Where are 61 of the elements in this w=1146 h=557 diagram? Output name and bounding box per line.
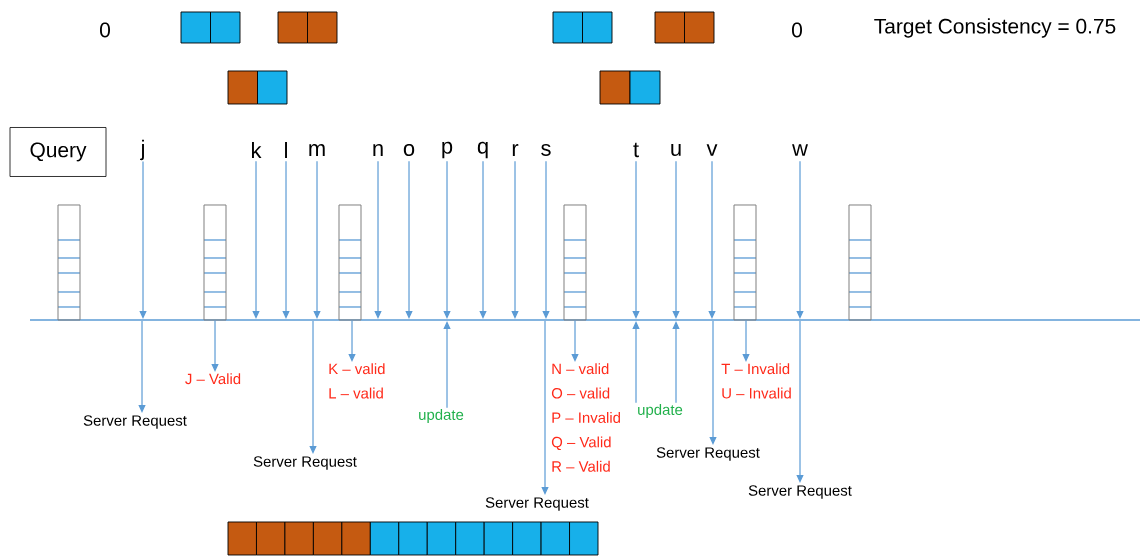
query-letter: s	[541, 144, 551, 156]
arrow	[443, 160, 451, 319]
cache-stack	[733, 204, 757, 321]
cache-stack	[563, 204, 587, 321]
query-letter: w	[792, 144, 808, 156]
arrow	[374, 160, 382, 319]
validity-text: K – valid L – valid	[329, 363, 385, 399]
validity-text: T – Invalid U – Invalid	[721, 363, 791, 399]
query-letter: p	[442, 141, 453, 159]
query-box: Query	[9, 127, 107, 177]
arrow	[632, 160, 640, 319]
arrow	[252, 160, 260, 319]
label-text: 0	[792, 22, 802, 38]
arrow	[313, 160, 321, 319]
label-text: 0	[100, 22, 110, 38]
arrow	[672, 160, 680, 319]
query-letter: r	[512, 144, 519, 156]
arrow	[796, 160, 804, 319]
update-text: update	[419, 409, 464, 423]
cache-stack	[203, 204, 227, 321]
arrow	[443, 321, 451, 409]
arrow	[742, 319, 750, 362]
arrow	[282, 160, 290, 319]
query-letter: o	[403, 144, 415, 156]
query-letter: u	[671, 144, 681, 156]
query-letter: k	[252, 142, 262, 158]
arrow	[541, 320, 549, 495]
cache-stack	[848, 204, 872, 321]
arrow	[632, 321, 640, 404]
arrow	[571, 319, 579, 362]
query-letter: j	[140, 139, 144, 161]
arrow	[542, 160, 550, 319]
arrow	[211, 319, 219, 372]
arrow	[796, 320, 804, 483]
arrow	[405, 160, 413, 319]
arrow	[138, 320, 146, 413]
arrow	[348, 319, 356, 362]
arrow	[511, 160, 519, 319]
query-letter: m	[309, 144, 325, 156]
validity-text: N – valid O – valid P – Invalid Q – Valid R – Valid	[551, 363, 620, 472]
query-letter: n	[373, 144, 383, 156]
cache-stack	[57, 204, 81, 321]
update-text: update	[638, 404, 683, 418]
arrow	[479, 160, 487, 319]
arrow	[709, 320, 717, 445]
label-text: Target Consistency = 0.75	[874, 18, 1116, 38]
query-letter: q	[477, 141, 488, 159]
arrow	[309, 320, 317, 454]
arrow	[672, 321, 680, 404]
arrow	[708, 160, 716, 319]
server-request-text: Server Request	[485, 497, 589, 511]
query-letter: v	[706, 144, 718, 156]
server-request-text: Server Request	[83, 415, 187, 429]
server-request-text: Server Request	[656, 447, 760, 461]
cache-stack	[338, 204, 362, 321]
server-request-text: Server Request	[253, 456, 357, 470]
server-request-text: Server Request	[748, 485, 852, 499]
arrow	[139, 160, 147, 319]
validity-text: J – Valid	[185, 373, 241, 385]
query-letter: t	[633, 142, 639, 158]
query-letter: l	[285, 142, 287, 158]
